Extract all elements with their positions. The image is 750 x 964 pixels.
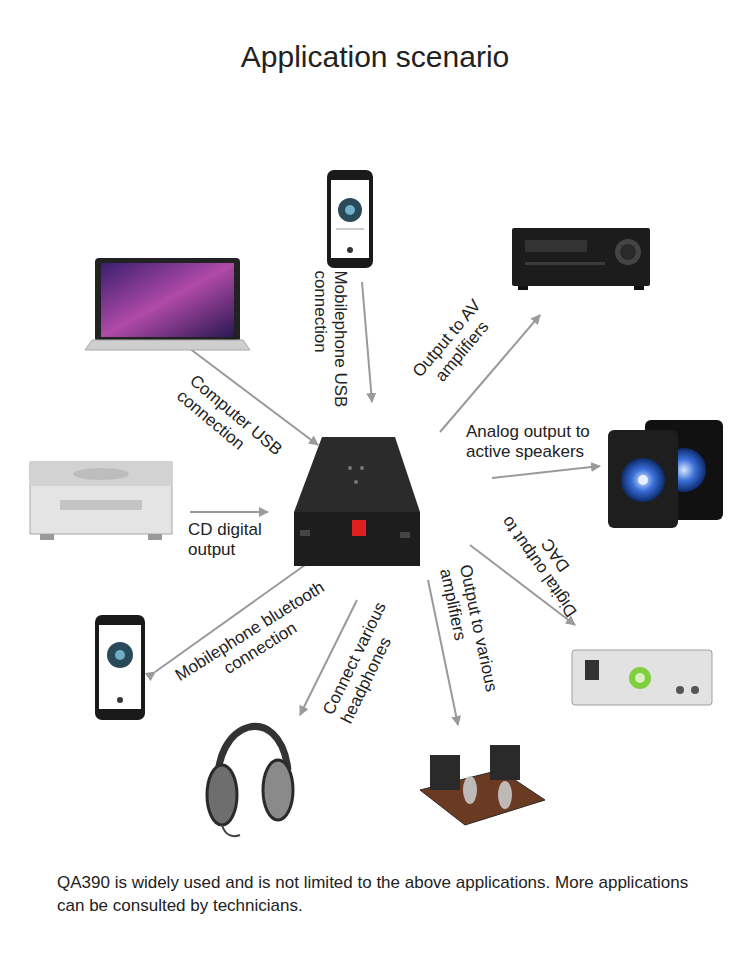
av-receiver bbox=[525, 240, 587, 252]
active-speakers bbox=[638, 475, 648, 485]
cd-player bbox=[148, 534, 162, 540]
connection-label: Connect various headphones bbox=[319, 583, 417, 727]
cd-player bbox=[30, 462, 172, 486]
phone-bottom bbox=[117, 697, 123, 703]
qa390-device bbox=[360, 466, 364, 470]
av-receiver bbox=[518, 286, 528, 290]
phone-top bbox=[327, 170, 373, 268]
phone-bottom bbox=[95, 615, 145, 720]
headphones bbox=[263, 760, 293, 820]
qa390-device bbox=[352, 520, 366, 536]
caption: QA390 is widely used and is not limited … bbox=[57, 872, 697, 918]
connection-label: Digital output to DAC bbox=[497, 499, 599, 621]
dac bbox=[676, 686, 684, 694]
laptop bbox=[85, 258, 250, 350]
title: Application scenario bbox=[241, 40, 510, 74]
phone-bottom bbox=[99, 625, 141, 709]
connection-label: Mobilephone USB connection bbox=[310, 270, 351, 420]
av-receiver bbox=[615, 239, 641, 265]
av-receiver bbox=[620, 244, 636, 260]
dac bbox=[691, 686, 699, 694]
phone-top bbox=[345, 205, 355, 215]
laptop bbox=[95, 258, 240, 342]
active-speakers bbox=[621, 458, 665, 502]
dac bbox=[572, 650, 712, 705]
phone-bottom bbox=[95, 615, 145, 720]
dac bbox=[635, 673, 645, 683]
phone-top bbox=[331, 180, 369, 258]
cd-player bbox=[30, 462, 172, 540]
cd-player bbox=[30, 462, 172, 534]
arrows bbox=[492, 466, 600, 478]
cd-player bbox=[40, 534, 54, 540]
laptop bbox=[85, 340, 250, 350]
headphones bbox=[207, 765, 237, 825]
qa390-device bbox=[300, 530, 310, 536]
arrows bbox=[190, 511, 268, 513]
cd-player bbox=[60, 500, 142, 510]
tube-amplifier bbox=[490, 745, 520, 780]
phone-top bbox=[338, 198, 362, 222]
av-receiver bbox=[512, 228, 650, 290]
cd-player bbox=[73, 468, 129, 480]
active-speakers bbox=[608, 420, 723, 528]
tube-amplifier bbox=[420, 745, 545, 825]
phone-bottom bbox=[107, 642, 133, 668]
headphones bbox=[222, 825, 240, 836]
tube-amplifier bbox=[498, 781, 512, 809]
laptop bbox=[101, 263, 234, 337]
arrows bbox=[362, 282, 372, 402]
connection-label: Mobilephone bluetooth connection bbox=[166, 574, 344, 707]
tube-amplifier bbox=[463, 776, 477, 804]
tube-amplifier bbox=[430, 755, 460, 790]
dac bbox=[585, 660, 599, 680]
connection-label: Computer USB connection bbox=[172, 371, 298, 486]
qa390-device bbox=[294, 437, 420, 566]
qa390-device bbox=[354, 480, 358, 484]
av-receiver bbox=[525, 262, 605, 265]
dac bbox=[629, 667, 651, 689]
qa390-device bbox=[348, 466, 352, 470]
av-receiver bbox=[512, 228, 650, 286]
av-receiver bbox=[634, 286, 644, 290]
connection-label: Output to AV amplifiers bbox=[398, 282, 513, 408]
phone-top bbox=[336, 228, 364, 230]
active-speakers bbox=[608, 430, 678, 528]
phone-top bbox=[327, 170, 373, 268]
qa390-device bbox=[294, 512, 420, 566]
connection-label: Output to various amplifiers bbox=[434, 562, 505, 717]
qa390-device bbox=[294, 437, 420, 512]
phone-bottom bbox=[115, 650, 125, 660]
dac bbox=[572, 650, 712, 705]
connection-label: Analog output to active speakers bbox=[466, 422, 616, 463]
headphones bbox=[207, 726, 293, 836]
phone-top bbox=[347, 247, 353, 253]
qa390-device bbox=[400, 532, 410, 538]
connection-label: CD digital output bbox=[188, 520, 288, 561]
